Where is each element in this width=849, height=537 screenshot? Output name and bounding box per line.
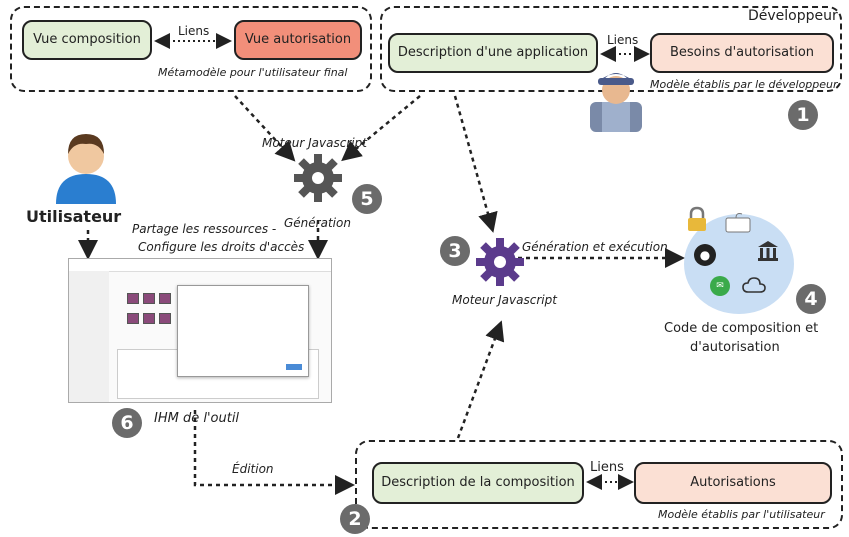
lock-icon [688, 206, 706, 231]
user-share-line2: Configure les droits d'accès [138, 240, 305, 254]
step-3-badge: 3 [440, 236, 470, 266]
user-share-line1: Partage les ressources - [132, 222, 277, 236]
engine-left-label-top: Moteur Javascript [262, 136, 367, 150]
engine-center-gen-label: Génération et exécution [522, 240, 668, 254]
developer-model-caption: Modèle établis par le développeur [650, 78, 838, 91]
liens-label-bottom: Liens [590, 460, 624, 475]
github-icon: ● [694, 244, 716, 266]
vue-composition-node: Vue composition [22, 20, 152, 60]
step-1-badge: 1 [788, 100, 818, 130]
engine-center-gear-icon [476, 238, 524, 286]
developer-title: Développeur [748, 8, 838, 24]
step-5-badge: 5 [352, 184, 382, 214]
end-user-metamodel-group [10, 6, 372, 92]
edition-label: Édition [232, 462, 274, 476]
bank-icon [758, 241, 778, 261]
autorisations-node: Autorisations [634, 462, 832, 504]
tool-caption: IHM de l'outil [154, 411, 240, 426]
code-caption-line2: d'autorisation [690, 340, 780, 355]
liens-label-top-left: Liens [178, 24, 210, 38]
user-avatar-icon [56, 134, 116, 204]
besoins-autorisation-node: Besoins d'autorisation [650, 33, 834, 73]
user-model-caption: Modèle établis par l'utilisateur [658, 508, 825, 521]
engine-left-gear-icon [294, 154, 342, 202]
description-composition-node: Description de la composition [372, 462, 584, 504]
user-label: Utilisateur [26, 207, 122, 226]
end-user-metamodel-caption: Métamodèle pour l'utilisateur final [158, 66, 348, 79]
step-4-badge: 4 [796, 284, 826, 314]
description-application-node: Description d'une application [388, 33, 598, 73]
keyboard-icon [725, 213, 751, 233]
tool-screenshot [68, 258, 332, 403]
vue-autorisation-node: Vue autorisation [234, 20, 362, 60]
user-model-group [355, 440, 843, 529]
developer-avatar-icon [590, 73, 642, 132]
cloud-icon [742, 277, 766, 293]
engine-center-label-bottom: Moteur Javascript [452, 293, 557, 307]
liens-label-top-right: Liens [607, 33, 639, 47]
step-6-badge: 6 [112, 408, 142, 438]
step-2-badge: 2 [340, 504, 370, 534]
engine-left-label-bottom: Génération [284, 216, 351, 230]
code-caption-line1: Code de composition et [664, 321, 819, 336]
chat-icon: ✉ [710, 276, 730, 296]
